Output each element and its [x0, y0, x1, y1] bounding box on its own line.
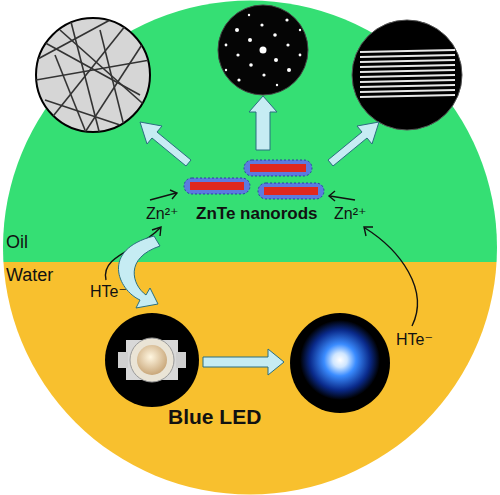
- oil-phase: [0, 0, 500, 262]
- ion-label: Zn²⁺: [146, 205, 178, 223]
- ion-label: HTe⁻: [90, 283, 127, 301]
- tem-image: [36, 18, 150, 140]
- device-label: Blue LED: [168, 405, 261, 428]
- product-label: ZnTe nanorods: [196, 205, 318, 224]
- ion-label: HTe⁻: [396, 331, 433, 349]
- result-arrows: [140, 96, 379, 166]
- diffraction-pattern: [218, 5, 308, 95]
- phase-label: Water: [6, 266, 53, 286]
- lattice-image: [352, 20, 462, 130]
- ion-label: Zn²⁺: [334, 205, 366, 223]
- process-arrow: [203, 349, 284, 375]
- led-photo: [105, 313, 199, 407]
- water-phase: [0, 262, 500, 495]
- nanorods: [184, 160, 324, 199]
- feed-arrows: [105, 190, 417, 326]
- phase-label: Oil: [6, 233, 28, 253]
- led-glow: [290, 313, 390, 413]
